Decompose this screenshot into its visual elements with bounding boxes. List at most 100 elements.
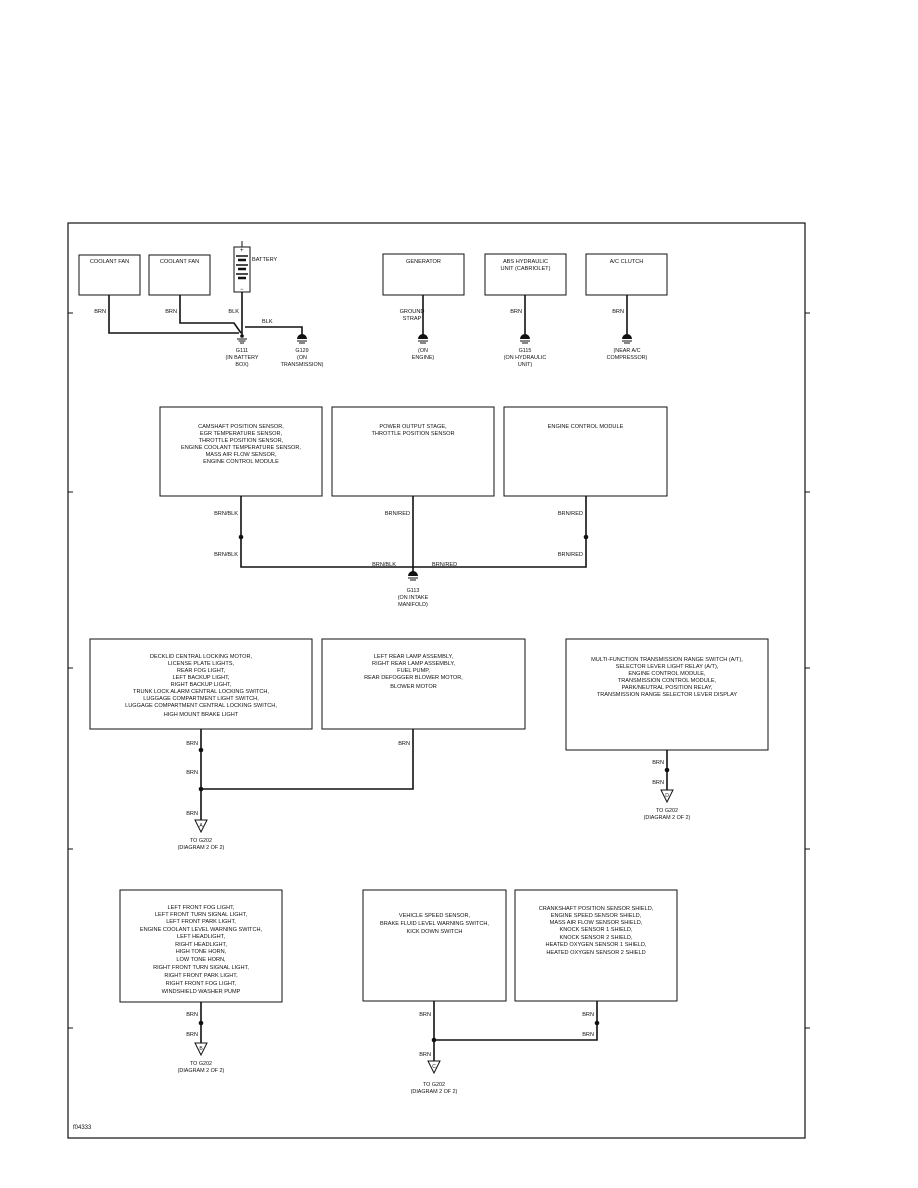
ground-icon-engine: [418, 334, 428, 344]
front-lights-line-4: ENGINE COOLANT LEVEL WARNING SWITCH,: [140, 927, 263, 933]
front-lights-line-2: LEFT FRONT TURN SIGNAL LIGHT,: [155, 912, 248, 918]
g115-line-3: UNIT): [518, 362, 533, 368]
battery-label: BATTERY: [252, 257, 278, 263]
splice-dot: [198, 747, 204, 753]
row2-group: CAMSHAFT POSITION SENSOR, EGR TEMPERATUR…: [159, 406, 668, 608]
shield-line-6: HEATED OXYGEN SENSOR 1 SHIELD,: [546, 942, 647, 948]
row4-group: LEFT FRONT FOG LIGHT, LEFT FRONT TURN SI…: [119, 889, 678, 1095]
splice-dot: [238, 534, 244, 540]
transmission-line-2: SELECTOR LEVER LIGHT RELAY (A/T),: [616, 664, 719, 670]
g-intake-line-1: G113: [407, 588, 420, 594]
decklid-line-4: LEFT BACKUP LIGHT,: [173, 675, 230, 681]
rear-lamp-line-4: REAR DEFOGGER BLOWER MOTOR,: [364, 675, 463, 681]
shield-line-5: KNOCK SENSOR 2 SHIELD,: [559, 935, 632, 941]
connector-b-icon: [194, 1042, 208, 1057]
to-c-line-1: TO G202: [423, 1082, 445, 1088]
ground-icon-g111: [237, 334, 247, 344]
front-lights-line-9: RIGHT FRONT TURN SIGNAL LIGHT,: [153, 965, 249, 971]
diagram-frame: [67, 222, 806, 1139]
wire-label-brn: BRN: [652, 780, 664, 786]
ground-strap-line-2: STRAP: [403, 316, 422, 322]
sensor-group-line-3: THROTTLE POSITION SENSOR,: [199, 438, 284, 444]
g111-line-2: (IN BATTERY: [225, 355, 258, 361]
ground-icon-g129: [297, 334, 307, 344]
row3-group: DECKLID CENTRAL LOCKING MOTOR, LICENSE P…: [89, 638, 769, 851]
decklid-line-2: LICENSE PLATE LIGHTS,: [168, 661, 235, 667]
decklid-line-3: REAR FOG LIGHT,: [177, 668, 226, 674]
ground-icon-intake: [408, 571, 418, 581]
wire-label-brn-ac: BRN: [612, 309, 624, 315]
ground-strap-line-1: GROUND: [400, 309, 425, 315]
wire-label-brn-blk-1: BRN/BLK: [214, 511, 238, 517]
splice-dot: [583, 534, 589, 540]
transmission-line-4: TRANSMISSION CONTROL MODULE,: [618, 678, 717, 684]
wire-label-brn-blk-3: BRN/BLK: [372, 562, 396, 568]
coolant-fan-2-label: COOLANT FAN: [160, 259, 199, 265]
row1-group: COOLANT FAN COOLANT FAN + − BATTERY GENE…: [78, 241, 668, 368]
wire-label-blk-2: BLK: [262, 319, 273, 325]
shield-line-3: MASS AIR FLOW SENSOR SHIELD,: [550, 920, 643, 926]
wire-label-brn-red-1: BRN/RED: [385, 511, 410, 517]
splice-dot: [431, 1037, 437, 1043]
to-b-line-2: (DIAGRAM 2 OF 2): [178, 1068, 225, 1074]
g111-line-3: BOX): [235, 362, 248, 368]
wire-label-brn: BRN: [398, 741, 410, 747]
sensor-group-line-2: EGR TEMPERATURE SENSOR,: [200, 431, 283, 437]
connector-c-label: C: [432, 1064, 436, 1070]
battery-icon: + −: [233, 241, 251, 293]
figure-id: f04333: [73, 1125, 92, 1131]
wire-label-brn: BRN: [582, 1032, 594, 1038]
wire-label-brn: BRN: [186, 770, 198, 776]
g-engine-line-2: ENGINE): [412, 355, 435, 361]
g129-line-3: TRANSMISSION): [281, 362, 324, 368]
abs-unit-label-line-2: UNIT (CABRIOLET): [501, 266, 551, 272]
g115-line-2: (ON HYDRAULIC: [504, 355, 547, 361]
decklid-line-6: TRUNK LOCK ALARM CENTRAL LOCKING SWITCH,: [133, 689, 269, 695]
shield-line-2: ENGINE SPEED SENSOR SHIELD,: [551, 913, 642, 919]
to-a-line-1: TO G202: [190, 838, 212, 844]
g-engine-line-1: (ON: [418, 348, 428, 354]
g129-line-1: G129: [295, 348, 308, 354]
shield-line-1: CRANKSHAFT POSITION SENSOR SHIELD,: [539, 906, 654, 912]
coolant-fan-1-box: [78, 254, 141, 296]
connector-d-label: D: [665, 793, 669, 799]
speed-sensor-line-1: VEHICLE SPEED SENSOR,: [399, 913, 471, 919]
ecm-box: [503, 406, 668, 497]
coolant-fan-2-box: [148, 254, 211, 296]
coolant-fan-1-label: COOLANT FAN: [90, 259, 129, 265]
row4-wires: [200, 1001, 598, 1061]
connector-b-label: B: [199, 1046, 203, 1052]
connector-c-icon: [427, 1060, 441, 1075]
rear-lamp-group-box: [321, 638, 526, 730]
wire-label-brn: BRN: [186, 1032, 198, 1038]
rear-lamp-line-3: FUEL PUMP,: [397, 668, 430, 674]
ground-icon-g115: [520, 334, 530, 344]
to-b-line-1: TO G202: [190, 1061, 212, 1067]
front-lights-group-box: [119, 889, 283, 1003]
frame-ticks: [68, 312, 810, 1029]
transmission-group-box: [565, 638, 769, 751]
wire-label-brn: BRN: [652, 760, 664, 766]
speed-sensor-group-box: [362, 889, 507, 1002]
to-d-line-2: (DIAGRAM 2 OF 2): [644, 815, 691, 821]
transmission-line-3: ENGINE CONTROL MODULE,: [628, 671, 706, 677]
front-lights-line-6: RIGHT HEADLIGHT,: [175, 942, 227, 948]
g-intake-line-2: (ON INTAKE: [398, 595, 429, 601]
wire-label-brn: BRN: [582, 1012, 594, 1018]
sensor-group-line-1: CAMSHAFT POSITION SENSOR,: [198, 424, 284, 430]
decklid-line-8: LUGGAGE COMPARTMENT CENTRAL LOCKING SWIT…: [125, 703, 277, 709]
wire-label-brn-red-3: BRN/RED: [558, 552, 583, 558]
sensor-group-line-5: MASS AIR FLOW SENSOR,: [206, 452, 277, 458]
g-intake-line-3: MANIFOLD): [398, 602, 428, 608]
svg-text:+: +: [240, 248, 244, 254]
splice-dot: [198, 786, 204, 792]
wire-label-brn-red-4: BRN/RED: [432, 562, 457, 568]
wire-label-brn: BRN: [186, 811, 198, 817]
front-lights-line-7: HIGH TONE HORN,: [176, 949, 227, 955]
splice-dot: [198, 1020, 204, 1026]
wire-label-brn-2: BRN: [165, 309, 177, 315]
wire-label-brn-blk-2: BRN/BLK: [214, 552, 238, 558]
sensor-group-line-6: ENGINE CONTROL MODULE: [203, 459, 279, 465]
g129-line-2: (ON: [297, 355, 307, 361]
sensor-group-line-4: ENGINE COOLANT TEMPERATURE SENSOR,: [181, 445, 301, 451]
